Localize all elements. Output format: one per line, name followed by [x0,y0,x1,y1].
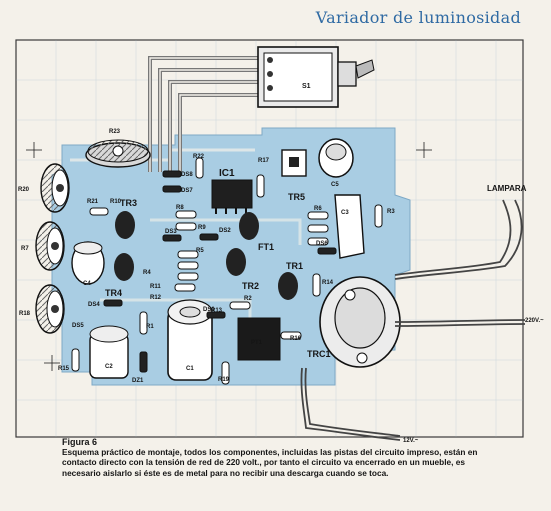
resistors [71,157,383,385]
label-r11: R11 [150,284,161,290]
label-r20: R20 [18,187,30,193]
capacitor-c4 [71,241,105,285]
label-12v: 12V.~ [403,438,419,444]
label-ft1: FT1 [258,242,274,252]
transistor-ft1 [239,212,259,240]
label-220v: 220V.~ [525,318,544,324]
label-r10: R10 [110,199,122,205]
registration-marks [26,142,432,371]
label-ds1: DS1 [203,307,215,313]
transistor-tr1 [278,272,298,300]
potentiometer-r18 [35,284,65,334]
capacitor-c5 [318,138,354,178]
triac-trc1 [319,276,401,368]
label-c2: C2 [105,364,113,370]
diagram-frame [15,39,524,438]
label-tr5: TR5 [288,192,305,202]
label-r4: R4 [143,270,151,276]
label-r18: R18 [19,311,31,317]
label-r21: R21 [87,199,99,205]
capacitor-c1 [167,299,213,381]
label-r17: R17 [258,158,270,164]
label-ic1: IC1 [219,168,235,179]
caption-text: Esquema práctico de montaje, todos los c… [62,447,478,478]
label-r5: R5 [196,248,204,254]
label-r8: R8 [176,205,184,211]
label-r7: R7 [21,246,29,252]
label-tr1: TR1 [286,261,303,271]
label-dz1: DZ1 [132,378,144,384]
label-r12: R12 [150,295,162,301]
label-r19: R19 [218,377,230,383]
label-r6: R6 [314,206,322,212]
label-r13: R13 [211,308,223,314]
label-trc1: TRC1 [307,349,331,359]
potentiometer-r7 [35,221,65,271]
label-r2: R2 [244,296,252,302]
figure-caption: Figura 6 Esquema práctico de montaje, to… [62,437,482,478]
transistor-tr2 [226,248,246,276]
transistor-tr3 [115,211,135,239]
capacitor-c3 [334,194,365,259]
label-ds6: DS6 [316,241,328,247]
label-ds7: DS7 [181,188,193,194]
label-r16: R16 [290,336,302,342]
label-c5: C5 [331,182,339,188]
transistor-tr5 [281,149,307,177]
label-tr3: TR3 [120,198,137,208]
label-ds3: DS3 [165,229,177,235]
label-c3: C3 [341,210,349,216]
label-tr4: TR4 [105,288,122,298]
potentiometer-r23 [85,139,151,168]
label-c4: C4 [83,281,91,287]
label-r15: R15 [58,366,70,372]
ic1 [211,179,253,214]
potentiometer-r20 [40,163,70,213]
capacitor-c2 [89,325,129,379]
transistor-tr4 [114,253,134,281]
label-r23: R23 [109,129,121,135]
label-ds5: DS5 [72,323,84,329]
label-ds2: DS2 [219,228,231,234]
label-pt1: PT1 [251,340,263,346]
label-ds4: DS4 [88,302,100,308]
label-r1: R1 [146,324,154,330]
page-title: Variador de luminosidad [315,8,521,27]
diodes [103,170,337,373]
label-c1: C1 [186,366,194,372]
label-s1: S1 [302,83,311,90]
label-r22: R22 [193,154,205,160]
label-tr2: TR2 [242,281,259,291]
label-ds8: DS8 [181,172,193,178]
label-lampara: LAMPARA [487,184,527,193]
label-r3: R3 [387,209,395,215]
label-r9: R9 [198,225,206,231]
label-r14: R14 [322,280,334,286]
figure-number: Figura 6 [62,437,98,447]
bridge-pt1 [237,317,281,361]
switch-s1 [257,46,375,108]
twisted-wires [300,199,526,441]
